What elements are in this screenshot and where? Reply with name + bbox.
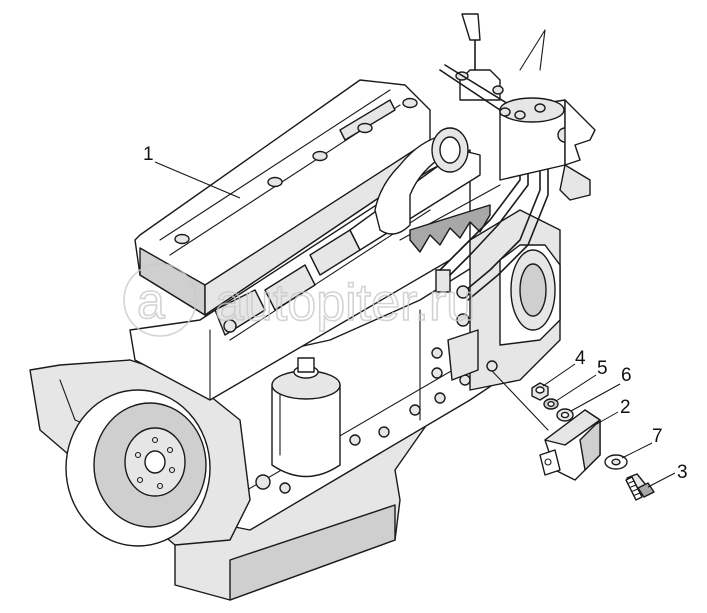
flat-washer: [556, 408, 574, 422]
engine-assembly: [29, 13, 596, 601]
callout-3: 3: [647, 462, 688, 488]
callout-5: 5: [555, 358, 608, 402]
callout-2-label: 2: [620, 397, 631, 418]
svg-text:a: a: [137, 273, 165, 329]
block-bolts: [223, 313, 498, 494]
callout-4: 4: [542, 348, 586, 387]
callout-1: 1: [143, 144, 241, 199]
flywheel: [65, 389, 211, 547]
mount-bracket: [539, 409, 601, 481]
callouts: 1 2 3 4 5 6 7: [143, 144, 688, 488]
callout-6-label: 6: [621, 365, 632, 386]
valve-cover-bolts: [174, 97, 418, 245]
block-mount-boss: [447, 329, 479, 381]
spring-washer: [543, 398, 559, 410]
oil-filter: [271, 357, 341, 478]
callout-6: 6: [570, 365, 632, 412]
bolt-washer: [604, 454, 628, 470]
nut: [531, 382, 549, 401]
timing-cover: [499, 244, 561, 346]
callout-5-label: 5: [597, 358, 608, 379]
bolt: [625, 473, 655, 501]
fuel-filter: [499, 29, 596, 201]
callout-2: 2: [594, 397, 631, 426]
callout-1-label: 1: [143, 144, 154, 165]
watermark: autopiter.ru a: [123, 263, 476, 337]
watermark-text: autopiter.ru: [215, 274, 475, 332]
assembly-axis-line: [492, 371, 549, 431]
callout-4-label: 4: [575, 348, 586, 369]
callout-7: 7: [621, 426, 663, 459]
callout-7-label: 7: [652, 426, 663, 447]
callout-3-label: 3: [677, 462, 688, 483]
